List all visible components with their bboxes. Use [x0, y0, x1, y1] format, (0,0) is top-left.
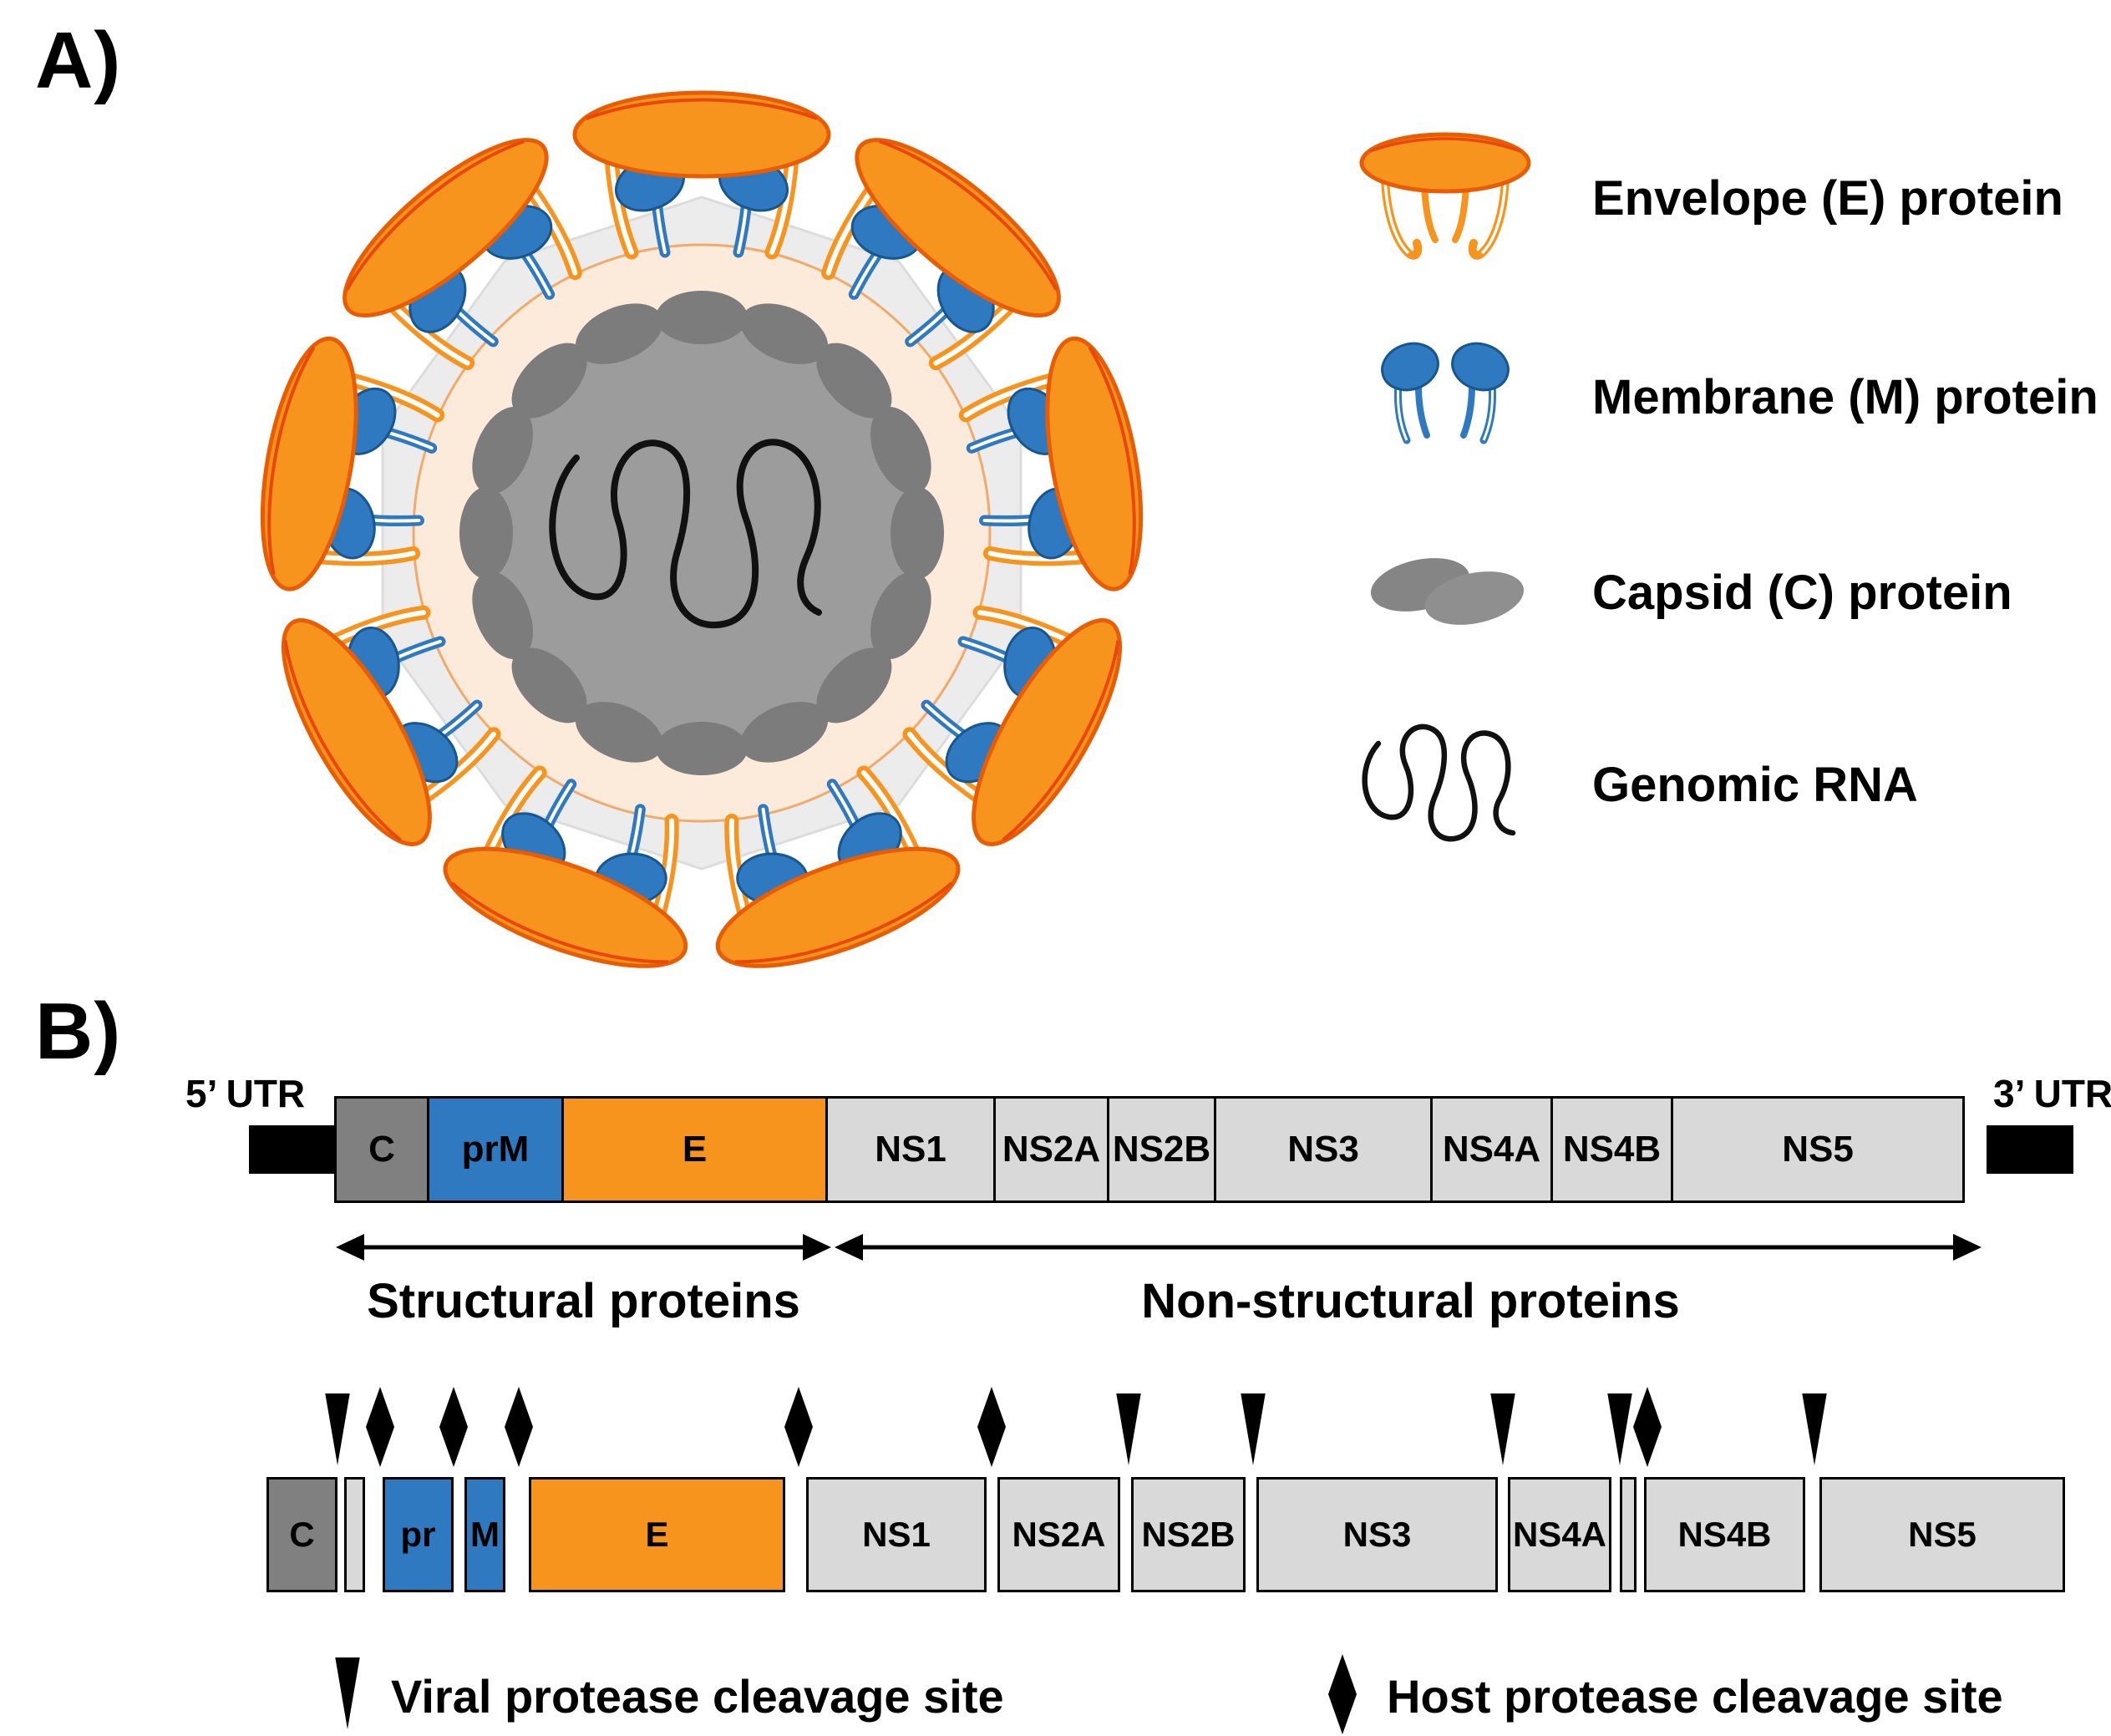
viral-cleavage-marker [325, 1393, 350, 1465]
polyprotein-segment-NS3: NS3 [1256, 1477, 1498, 1592]
polyprotein-segment-NS1: NS1 [806, 1477, 987, 1592]
legend-label-envelope: Envelope (E) protein [1592, 171, 2063, 226]
legend-row-envelope: Envelope (E) protein [1328, 117, 2063, 280]
genomic-rna-icon [1328, 706, 1562, 865]
viral-cleavage-marker [1116, 1393, 1141, 1465]
utr3-label: 3’ UTR [1993, 1072, 2111, 1115]
host-cleavage-marker [505, 1387, 533, 1467]
genome-segment-NS4B: NS4B [1550, 1096, 1673, 1203]
host-cleavage-marker [366, 1387, 394, 1467]
genome-segment-NS3: NS3 [1214, 1096, 1433, 1203]
capsid-protein-icon [1328, 543, 1562, 643]
polyprotein-segment-pr: pr [383, 1477, 454, 1592]
panel-b-label: B) [35, 987, 122, 1076]
genome-segment-prM: prM [427, 1096, 564, 1203]
utr3-bar [1987, 1125, 2073, 1174]
genome-segment-NS1: NS1 [825, 1096, 996, 1203]
host-cleavage-marker [977, 1387, 1006, 1467]
panel-a-label: A) [35, 16, 122, 105]
legend-row-capsid: Capsid (C) protein [1328, 511, 2012, 674]
polyprotein-segment-spacer [344, 1477, 365, 1592]
polyprotein-segment-E: E [529, 1477, 785, 1592]
genome-segment-E: E [561, 1096, 828, 1203]
virion-diagram [192, 23, 1211, 1043]
legend-label-capsid: Capsid (C) protein [1592, 566, 2012, 620]
capsid-core [495, 326, 909, 740]
polyprotein-segment-C: C [266, 1477, 337, 1592]
legend-row-membrane: Membrane (M) protein [1328, 316, 2098, 479]
host-cleavage-legend-icon [1328, 1654, 1357, 1734]
viral-cleavage-marker [1490, 1393, 1515, 1465]
host-cleavage-marker [1633, 1387, 1662, 1467]
genome-segment-NS2B: NS2B [1107, 1096, 1216, 1203]
legend-label-membrane: Membrane (M) protein [1592, 370, 2098, 424]
polyprotein-segment-NS5: NS5 [1819, 1477, 2065, 1592]
protein-class-arrows [336, 1234, 1982, 1261]
host-cleavage-marker [439, 1387, 468, 1467]
viral-cleavage-marker [1241, 1393, 1266, 1465]
polyprotein-segment-M: M [464, 1477, 505, 1592]
viral-cleavage-marker [1607, 1393, 1632, 1465]
genome-segment-NS4A: NS4A [1430, 1096, 1553, 1203]
host-cleavage-legend-label: Host protease cleavage site [1387, 1670, 2003, 1723]
utr5-label: 5’ UTR [185, 1072, 306, 1115]
genome-segment-C: C [334, 1096, 429, 1203]
polyprotein-segment-NS4B: NS4B [1644, 1477, 1805, 1592]
genomic-rna-squiggle [549, 439, 822, 628]
envelope-protein-icon [1328, 128, 1562, 270]
polyprotein-segment-spacer [1620, 1477, 1637, 1592]
polyprotein-segment-NS2A: NS2A [997, 1477, 1120, 1592]
viral-cleavage-legend-label: Viral protease cleavage site [391, 1670, 1004, 1723]
structural-proteins-label: Structural proteins [367, 1274, 800, 1328]
viral-cleavage-marker [1802, 1393, 1827, 1465]
polyprotein-segment-NS2B: NS2B [1131, 1477, 1246, 1592]
genome-segment-NS2A: NS2A [993, 1096, 1109, 1203]
utr5-bar [249, 1125, 336, 1174]
membrane-protein-icon [1328, 335, 1562, 460]
legend-row-rna: Genomic RNA [1328, 703, 1918, 866]
legend-label-rna: Genomic RNA [1592, 758, 1918, 812]
host-cleavage-marker [784, 1387, 813, 1467]
viral-cleavage-legend-icon [335, 1657, 360, 1729]
polyprotein-segment-NS4A: NS4A [1508, 1477, 1611, 1592]
nonstructural-proteins-label: Non-structural proteins [1141, 1274, 1680, 1328]
genome-segment-NS5: NS5 [1671, 1096, 1965, 1203]
